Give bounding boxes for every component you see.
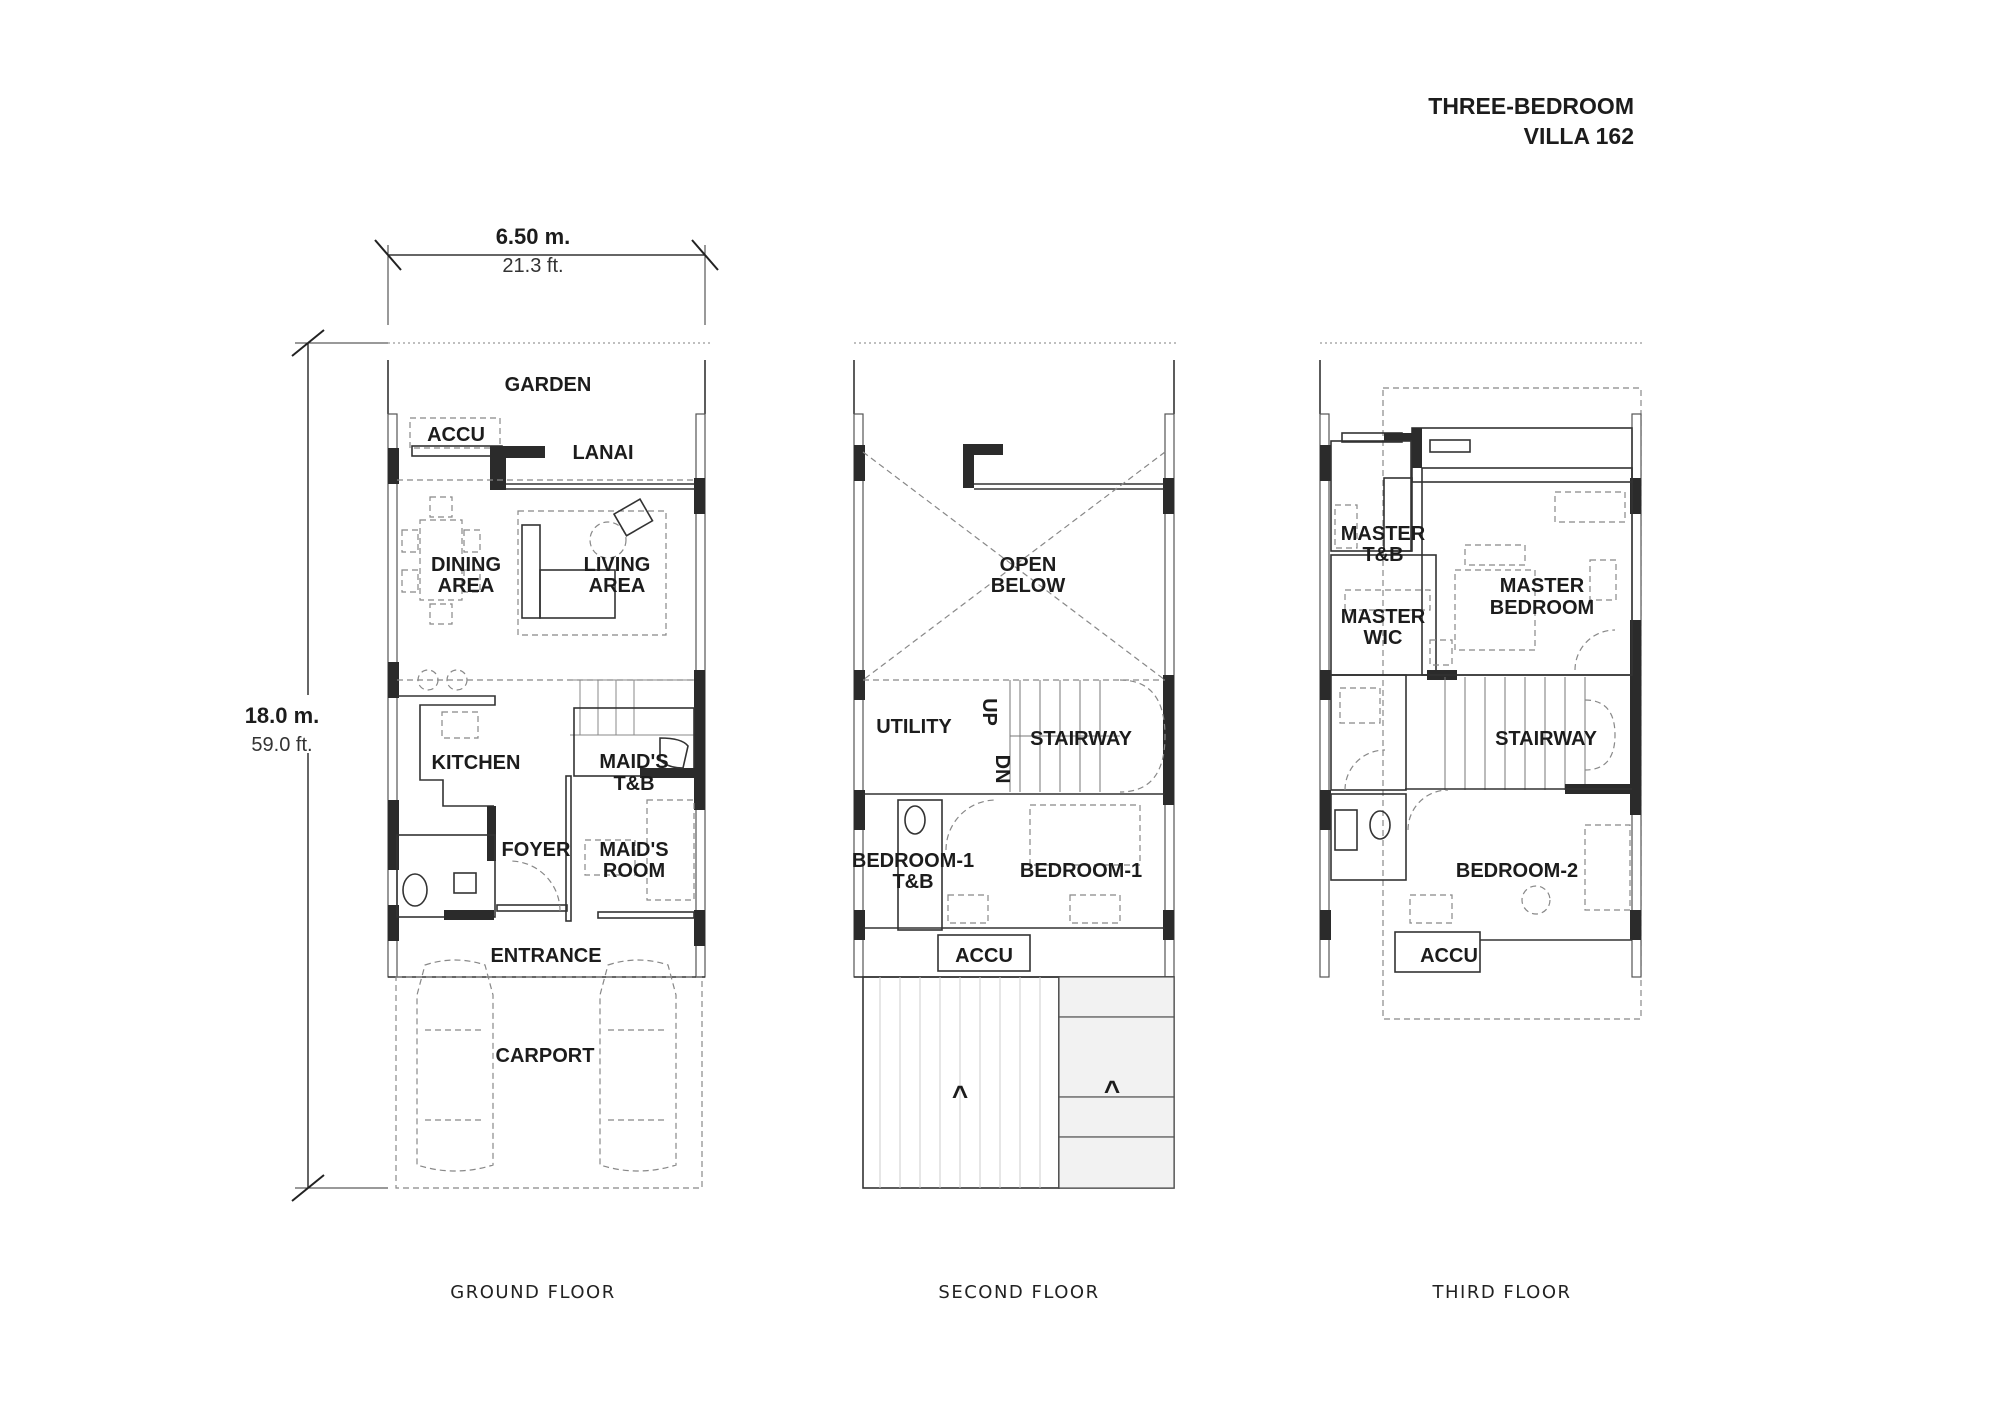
room-label-bedroom1-tb-2: T&B <box>892 871 933 893</box>
room-label-lanai: LANAI <box>572 442 633 464</box>
room-label-master-bedroom-2: BEDROOM <box>1490 597 1594 619</box>
car-icon <box>416 959 494 1172</box>
room-label-open-below: BELOW <box>991 575 1066 597</box>
length-feet: 59.0 ft. <box>251 734 312 756</box>
stair-down-label: DN <box>991 755 1013 784</box>
room-label-dining: DINING <box>431 554 501 576</box>
room-label-carport: CARPORT <box>496 1045 595 1067</box>
room-label-master-wic-2: WIC <box>1364 627 1403 649</box>
room-label-bedroom2: BEDROOM-2 <box>1456 860 1578 882</box>
room-label-maids: MAID'S <box>599 751 668 773</box>
room-label-maids-room-2: ROOM <box>603 860 665 882</box>
room-label-maids-room: MAID'S <box>599 839 668 861</box>
room-label-dining-area: AREA <box>438 575 495 597</box>
width-feet: 21.3 ft. <box>502 255 563 277</box>
roof-slope-arrow-icon: ^ <box>1104 1075 1120 1106</box>
room-label-garden: GARDEN <box>505 374 592 396</box>
stair-up-label: UP <box>978 698 1000 726</box>
plan-subtitle: VILLA 162 <box>1524 123 1634 149</box>
length-dimension: 18.0 m. 59.0 ft. <box>245 329 388 1202</box>
plan-title: THREE-BEDROOM <box>1428 93 1634 119</box>
room-label-accu: ACCU <box>955 945 1013 967</box>
room-label-maids-tb: T&B <box>613 773 654 795</box>
third-floor-plan: MASTER T&B MASTER WIC MASTER BEDROOM STA… <box>1319 360 1642 1303</box>
room-label-entrance: ENTRANCE <box>490 945 601 967</box>
room-label-stairway: STAIRWAY <box>1030 728 1133 750</box>
room-label-bedroom1: BEDROOM-1 <box>1020 860 1142 882</box>
roof-slope-arrow-icon: ^ <box>952 1080 968 1111</box>
room-label-master-wic: MASTER <box>1341 606 1426 628</box>
room-label-utility: UTILITY <box>876 716 952 738</box>
width-meters: 6.50 m. <box>496 224 571 249</box>
width-dimension: 6.50 m. 21.3 ft. <box>374 224 719 325</box>
room-label-master-bedroom: MASTER <box>1500 575 1585 597</box>
room-label-living: LIVING <box>584 554 651 576</box>
room-label-stairway: STAIRWAY <box>1495 728 1598 750</box>
room-label-living-area: AREA <box>589 575 646 597</box>
room-label-accu: ACCU <box>1420 945 1478 967</box>
floor-label-ground: GROUND FLOOR <box>450 1282 615 1303</box>
room-label-kitchen: KITCHEN <box>432 752 521 774</box>
second-floor-plan: ^ ^ OPEN BELOW UTILITY UP DN STAIRWAY BE… <box>852 360 1175 1303</box>
room-label-bedroom1-tb: BEDROOM-1 <box>852 850 974 872</box>
room-label-master-tb: MASTER <box>1341 523 1426 545</box>
length-meters: 18.0 m. <box>245 703 320 728</box>
room-label-master-tb-2: T&B <box>1362 544 1403 566</box>
room-label-accu: ACCU <box>427 424 485 446</box>
room-label-foyer: FOYER <box>502 839 571 861</box>
ground-floor-plan: GARDEN ACCU LANAI DINING AREA LIVING ARE… <box>387 360 706 1303</box>
room-label-open: OPEN <box>1000 554 1057 576</box>
car-icon <box>599 959 677 1172</box>
floor-label-second: SECOND FLOOR <box>938 1282 1099 1303</box>
floor-label-third: THIRD FLOOR <box>1431 1282 1571 1303</box>
